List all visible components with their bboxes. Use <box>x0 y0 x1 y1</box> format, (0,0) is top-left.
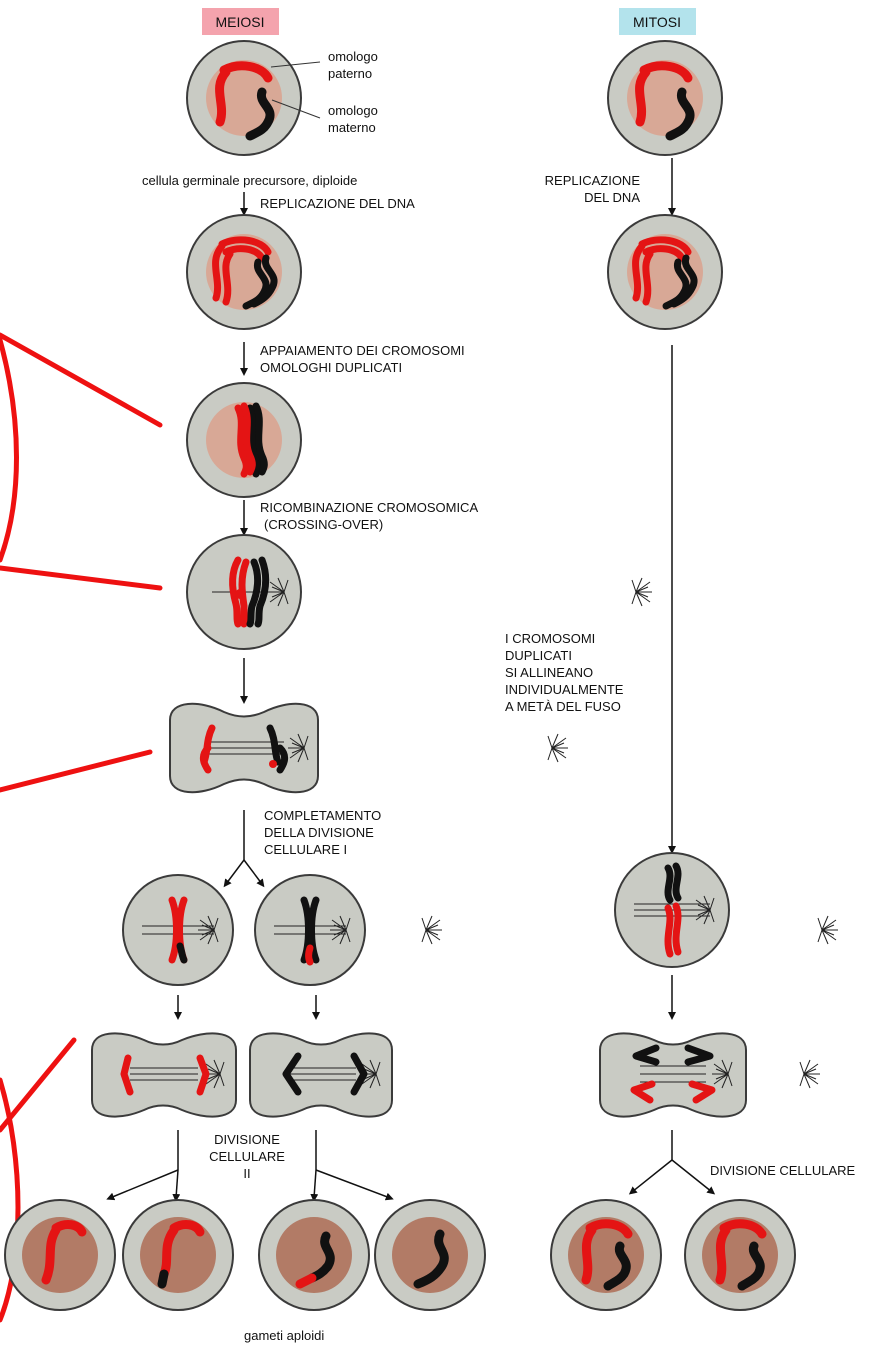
meiosi-cell-pairing <box>186 382 302 498</box>
label-omologo-materno-1: omologo <box>328 103 378 118</box>
mitosi-header-bg <box>619 8 696 35</box>
mitosi-cell-1 <box>607 40 723 156</box>
mitosi-cell-2 <box>607 214 723 330</box>
gamete-3 <box>258 1199 370 1311</box>
meiosi-cell-metaphase-2b <box>254 874 839 986</box>
meiosi-header-bg <box>202 8 279 35</box>
gamete-2 <box>122 1199 234 1311</box>
meiosi-cell-anaphase-2b <box>249 1032 821 1118</box>
label-completamento-1: COMPLETAMENTO <box>264 808 381 823</box>
label-mit-allineano-3: SI ALLINEANO <box>505 665 593 680</box>
mitosi-daughter-2 <box>684 1199 796 1311</box>
arrow-7b-left <box>310 1169 319 1202</box>
label-replicazione-dna: REPLICAZIONE DEL DNA <box>260 196 415 211</box>
arrow-7a-left <box>106 1169 179 1201</box>
label-mit-allineano-2: DUPLICATI <box>505 648 572 663</box>
meiosi-header: MEIOSI <box>202 8 279 35</box>
meiosi-cell-anaphase-2a <box>91 1032 347 1118</box>
label-mit-allineano-5: A METÀ DEL FUSO <box>505 699 621 714</box>
red-annotation-lines <box>0 332 163 1323</box>
label-ricombinazione-2: (CROSSING-OVER) <box>264 517 383 532</box>
label-ricombinazione-1: RICOMBINAZIONE CROMOSOMICA <box>260 500 478 515</box>
mitosi-cell-anaphase <box>599 1032 747 1118</box>
label-gameti: gameti aploidi <box>244 1328 324 1343</box>
mitosi-cell-metaphase <box>614 852 730 968</box>
chromosome-maternal <box>245 87 275 141</box>
red-line-1 <box>0 332 163 428</box>
label-appaiamento-1: APPAIAMENTO DEI CROMOSOMI <box>260 343 465 358</box>
label-mit-allineano-4: INDIVIDUALMENTE <box>505 682 624 697</box>
leader-line-materno <box>271 99 321 119</box>
red-curve-1 <box>0 337 19 563</box>
label-cellula-germinale: cellula germinale precursore, diploide <box>142 173 357 188</box>
label-appaiamento-2: OMOLOGHI DUPLICATI <box>260 360 402 375</box>
label-mit-divisione: DIVISIONE CELLULARE <box>710 1163 856 1178</box>
meiosi-cell-metaphase-2a <box>122 874 443 986</box>
label-divisione2-3: II <box>243 1166 250 1181</box>
label-mit-replicazione-2: DEL DNA <box>584 190 640 205</box>
mitosi-daughter-1 <box>550 1199 662 1311</box>
meiosi-cell-crossing-over <box>186 534 653 650</box>
red-line-2 <box>0 565 163 591</box>
meiosi-header-text: MEIOSI <box>215 14 264 30</box>
label-divisione2-2: CELLULARE <box>209 1149 285 1164</box>
arrow-7b-right <box>315 1169 394 1201</box>
mitosi-header: MITOSI <box>619 8 696 35</box>
label-omologo-materno-2: materno <box>328 120 376 135</box>
label-mit-allineano-1: I CROMOSOMI <box>505 631 595 646</box>
label-omologo-paterno-1: omologo <box>328 49 378 64</box>
red-line-3 <box>0 749 153 793</box>
mitosi-header-text: MITOSI <box>633 14 681 30</box>
mitosi-arrow-4-left <box>628 1159 673 1195</box>
gamete-1 <box>4 1199 116 1311</box>
red-line-4 <box>0 1037 77 1133</box>
red-curve-2 <box>0 1077 21 1323</box>
label-divisione2-1: DIVISIONE <box>214 1132 280 1147</box>
meiosi-cell-replicated <box>186 214 302 330</box>
label-omologo-paterno-2: paterno <box>328 66 372 81</box>
leader-line-paterno <box>270 61 321 68</box>
arrow-5-right <box>243 859 265 888</box>
gamete-4 <box>374 1199 486 1311</box>
label-completamento-3: CELLULARE I <box>264 842 347 857</box>
label-completamento-2: DELLA DIVISIONE <box>264 825 374 840</box>
mitosi-arrow-4-right <box>671 1159 716 1195</box>
meiosi-cell-anaphase-1 <box>169 702 569 794</box>
arrow-5-left <box>223 859 245 888</box>
meiosi-cell-germinale <box>186 40 302 156</box>
arrow-7a-right <box>172 1169 181 1202</box>
label-mit-replicazione-1: REPLICAZIONE <box>545 173 641 188</box>
